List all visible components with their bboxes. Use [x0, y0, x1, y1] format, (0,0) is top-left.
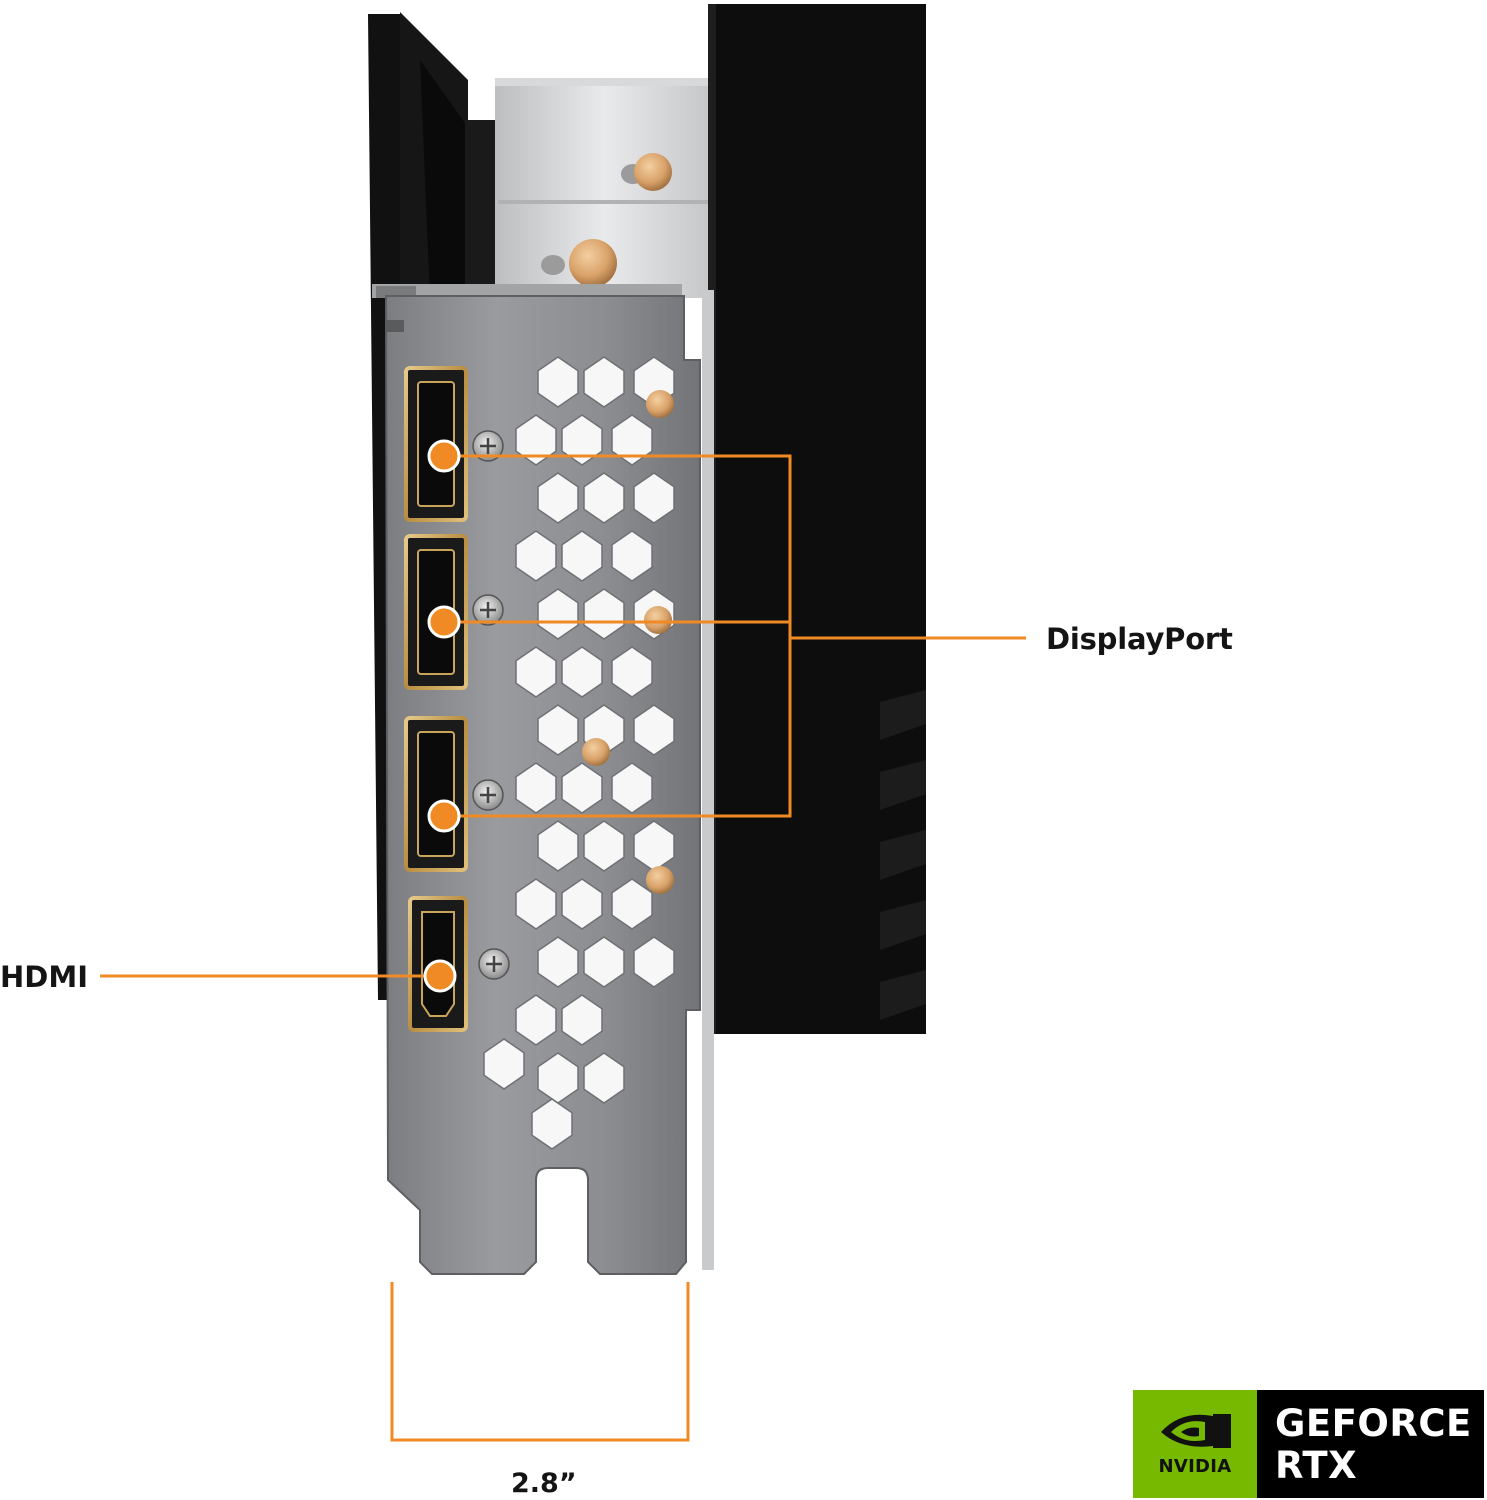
vent-hole: [611, 414, 653, 466]
heatpipe-end: [644, 606, 672, 634]
vent-hole: [583, 936, 625, 988]
displayport-callout: [444, 454, 1026, 818]
heatpipe-end: [582, 738, 610, 766]
nvidia-eye-icon: [1161, 1414, 1231, 1448]
heatpipe-end: [646, 866, 674, 894]
vent-hole: [611, 878, 653, 930]
bracket-width-label: 2.8”: [511, 1468, 577, 1499]
badge-geforce-text: GEFORCE: [1275, 1402, 1472, 1445]
vent-hole: [537, 1052, 579, 1104]
vent-hole: [531, 1098, 573, 1150]
vent-hole: [561, 994, 603, 1046]
heatsink-block: [495, 78, 715, 298]
vent-hole: [537, 356, 579, 408]
vent-hole: [515, 878, 557, 930]
vent-hole: [515, 994, 557, 1046]
vent-hole: [515, 646, 557, 698]
vent-hole: [561, 762, 603, 814]
heatsink-fins: [368, 12, 495, 1000]
bracket-screws: [472, 430, 510, 980]
vent-hole: [611, 646, 653, 698]
heatpipe-end: [646, 390, 674, 418]
vent-hole: [611, 530, 653, 582]
nvidia-wordmark: NVIDIA: [1158, 1456, 1232, 1477]
vent-hole: [583, 588, 625, 640]
hdmi-label: HDMI: [0, 960, 88, 994]
vent-hole: [537, 820, 579, 872]
vent-hole: [515, 762, 557, 814]
vent-holes: [483, 356, 675, 1150]
vent-hole: [633, 936, 675, 988]
vent-hole: [561, 646, 603, 698]
vent-hole: [537, 936, 579, 988]
vent-hole: [583, 820, 625, 872]
vent-hole: [583, 472, 625, 524]
geforce-rtx-badge: NVIDIA GEFORCE RTX: [1133, 1390, 1484, 1498]
vent-hole: [633, 472, 675, 524]
vent-hole: [561, 878, 603, 930]
side-shroud: [702, 4, 926, 1270]
displayport-3: [404, 716, 468, 872]
displayport-label: DisplayPort: [1046, 622, 1233, 656]
vent-hole: [633, 820, 675, 872]
vent-hole: [537, 588, 579, 640]
vent-hole: [537, 472, 579, 524]
vent-hole: [515, 530, 557, 582]
vent-hole: [561, 414, 603, 466]
vent-hole: [633, 704, 675, 756]
badge-rtx-text: RTX: [1275, 1444, 1358, 1487]
vent-hole: [483, 1038, 525, 1090]
vent-hole: [561, 530, 603, 582]
vent-hole: [537, 704, 579, 756]
width-dimension: [390, 1282, 690, 1442]
vent-hole: [515, 414, 557, 466]
vent-hole: [583, 356, 625, 408]
vent-hole: [611, 762, 653, 814]
callout-dots: [423, 439, 461, 993]
nvidia-logo-panel: NVIDIA: [1133, 1390, 1257, 1498]
vent-hole: [583, 1052, 625, 1104]
